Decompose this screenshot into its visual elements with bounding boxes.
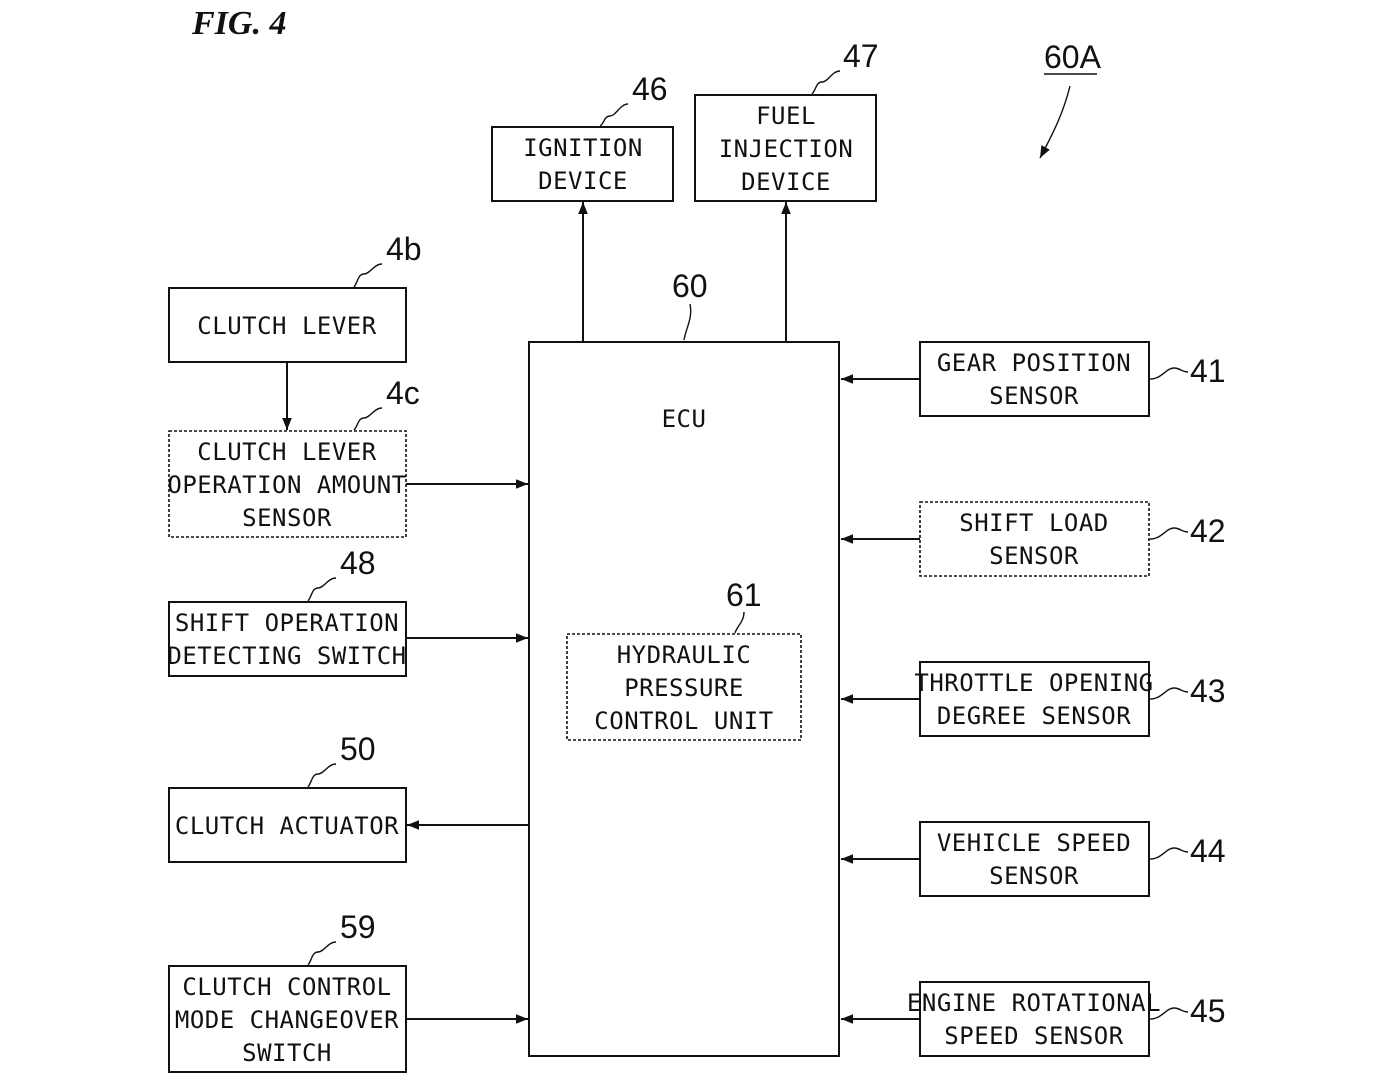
mode-switch-line-1: CLUTCH CONTROL (182, 973, 391, 1001)
fuel-line-1: FUEL (756, 102, 816, 130)
mode-changeover-switch-block: CLUTCH CONTROL MODE CHANGEOVER SWITCH (168, 965, 407, 1073)
figure-title: FIG. 4 (191, 5, 286, 42)
throttle-ref: 43 (1190, 673, 1226, 709)
clutch-lever-ref-leader (353, 263, 383, 288)
gear-line-1: GEAR POSITION (937, 349, 1131, 377)
gear-ref: 41 (1190, 353, 1226, 389)
vehicle-speed-sensor-block: VEHICLE SPEED SENSOR (919, 821, 1150, 897)
ecu-ref-leader (683, 303, 692, 341)
engine-speed-sensor-block: ENGINE ROTATIONAL SPEED SENSOR (907, 981, 1161, 1057)
fuel-injection-device-block: FUEL INJECTION DEVICE (694, 94, 877, 202)
fuel-ref: 47 (843, 38, 879, 74)
system-ref-arrow (1039, 85, 1071, 159)
clutch-actuator-block: CLUTCH ACTUATOR (168, 787, 407, 863)
actuator-line-1: CLUTCH ACTUATOR (175, 812, 399, 840)
hydraulic-line-3: CONTROL UNIT (594, 707, 773, 735)
vehicle-speed-line-1: VEHICLE SPEED (937, 829, 1131, 857)
mode-switch-ref-leader (307, 941, 337, 966)
ecu-label: ECU (662, 405, 707, 433)
lever-sensor-line-2: OPERATION AMOUNT (167, 471, 406, 499)
lever-sensor-ref: 4c (386, 375, 420, 411)
hydraulic-control-unit: HYDRAULIC PRESSURE CONTROL UNIT (566, 633, 802, 741)
clutch-lever-sensor-block: CLUTCH LEVER OPERATION AMOUNT SENSOR (167, 430, 407, 538)
ignition-line-1: IGNITION (523, 134, 643, 162)
hydraulic-line-2: PRESSURE (624, 674, 744, 702)
actuator-ref-leader (307, 763, 337, 788)
mode-switch-line-3: SWITCH (242, 1039, 332, 1067)
engine-speed-ref: 45 (1190, 993, 1226, 1029)
hydraulic-ref: 61 (726, 577, 762, 613)
clutch-lever-block: CLUTCH LEVER (168, 287, 407, 363)
throttle-line-2: DEGREE SENSOR (937, 702, 1131, 730)
system-ref: 60A (1044, 39, 1102, 75)
shift-load-ref-leader (1149, 527, 1189, 540)
engine-speed-line-2: SPEED SENSOR (944, 1022, 1123, 1050)
shift-load-sensor-block: SHIFT LOAD SENSOR (919, 501, 1150, 577)
fuel-ref-leader (811, 70, 841, 95)
ecu-ref: 60 (672, 268, 708, 304)
clutch-lever-ref: 4b (386, 231, 422, 267)
throttle-ref-leader (1149, 687, 1189, 700)
mode-switch-line-2: MODE CHANGEOVER (175, 1006, 399, 1034)
fuel-line-3: DEVICE (741, 168, 831, 196)
ignition-ref-leader (599, 103, 629, 127)
ignition-ref: 46 (632, 71, 668, 107)
engine-speed-ref-leader (1149, 1007, 1189, 1020)
engine-speed-line-1: ENGINE ROTATIONAL (907, 989, 1161, 1017)
vehicle-speed-ref: 44 (1190, 833, 1226, 869)
gear-ref-leader (1149, 367, 1189, 380)
throttle-line-1: THROTTLE OPENING (914, 669, 1153, 697)
gear-position-sensor-block: GEAR POSITION SENSOR (919, 341, 1150, 417)
ignition-line-2: DEVICE (538, 167, 628, 195)
shift-switch-line-1: SHIFT OPERATION (175, 609, 399, 637)
hydraulic-ref-leader (734, 611, 745, 634)
mode-switch-ref: 59 (340, 909, 376, 945)
shift-load-line-2: SENSOR (989, 542, 1079, 570)
lever-sensor-ref-leader (353, 407, 383, 431)
lever-sensor-line-1: CLUTCH LEVER (197, 438, 376, 466)
shift-switch-ref-leader (307, 577, 337, 602)
ignition-device-block: IGNITION DEVICE (491, 126, 674, 202)
gear-line-2: SENSOR (989, 382, 1079, 410)
shift-switch-ref: 48 (340, 545, 376, 581)
vehicle-speed-ref-leader (1149, 847, 1189, 860)
lever-sensor-line-3: SENSOR (242, 504, 332, 532)
shift-load-line-1: SHIFT LOAD (959, 509, 1109, 537)
clutch-lever-line-1: CLUTCH LEVER (197, 312, 376, 340)
actuator-ref: 50 (340, 731, 376, 767)
fuel-line-2: INJECTION (719, 135, 854, 163)
shift-operation-switch-block: SHIFT OPERATION DETECTING SWITCH (167, 601, 407, 677)
shift-switch-line-2: DETECTING SWITCH (167, 642, 406, 670)
vehicle-speed-line-2: SENSOR (989, 862, 1079, 890)
throttle-sensor-block: THROTTLE OPENING DEGREE SENSOR (914, 661, 1153, 737)
shift-load-ref: 42 (1190, 513, 1226, 549)
hydraulic-line-1: HYDRAULIC (617, 641, 752, 669)
